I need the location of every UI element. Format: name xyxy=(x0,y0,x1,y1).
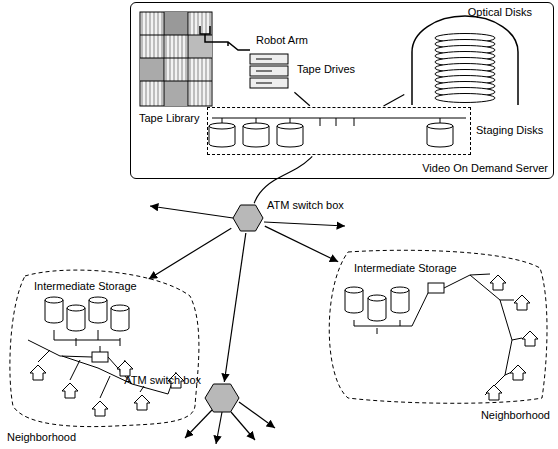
splitter-box xyxy=(92,352,108,362)
node-label: Staging Disks xyxy=(476,124,543,137)
node-label: Neighborhood xyxy=(7,431,76,444)
splitter-box xyxy=(428,283,444,293)
connector xyxy=(149,228,232,279)
node-label: Neighborhood xyxy=(481,409,550,422)
connector xyxy=(294,92,309,105)
connector xyxy=(224,233,246,382)
intermediate-storage: Intermediate Storage xyxy=(30,280,150,350)
robot-arm-figure xyxy=(200,26,250,50)
neighborhood-region: Intermediate StorageNeighborhood xyxy=(5,266,205,444)
switch-hexagon xyxy=(205,384,239,412)
atm-switch: ATM switch box xyxy=(233,205,263,231)
server-box: Tape Library Tape Drives Optical DisksStag… xyxy=(130,2,554,179)
disk-cylinders xyxy=(45,118,453,331)
tape-drives: Tape Drives xyxy=(249,53,293,91)
node-label: ATM switch box xyxy=(267,199,344,212)
neighborhood-wiring xyxy=(28,330,176,398)
connector xyxy=(254,156,312,203)
node-label: Intermediate Storage xyxy=(34,280,137,293)
region-outline xyxy=(318,248,552,422)
neighborhood-wiring xyxy=(354,274,522,395)
optical-disks: Optical Disks xyxy=(406,6,536,108)
region-outline xyxy=(5,266,205,444)
neighborhood-region: Intermediate StorageNeighborhood xyxy=(318,248,552,422)
tape-drive-figure xyxy=(250,54,288,88)
node-label: Video On Demand Server xyxy=(422,162,548,175)
node-label: Optical Disks xyxy=(468,6,532,19)
tape-library-figure xyxy=(140,12,212,106)
outgoing-link xyxy=(150,206,345,444)
intermediate-storage: Intermediate Storage xyxy=(340,262,461,322)
node-label: Intermediate Storage xyxy=(354,262,457,275)
optical-disk-stack xyxy=(435,34,495,103)
staging-disks-group: Staging Disks xyxy=(207,107,471,155)
part-label: Robot Arm xyxy=(256,34,308,47)
optical-disk-housing xyxy=(412,16,518,105)
node-label: Tape Library xyxy=(139,112,200,125)
atm-switch: ATM switch box xyxy=(205,384,239,412)
switch-hexagon xyxy=(233,205,263,231)
house-icons xyxy=(30,275,538,416)
connector xyxy=(265,226,338,262)
connector xyxy=(384,94,405,106)
node-label: ATM switch box xyxy=(124,374,201,387)
node-label: Tape Drives xyxy=(297,63,355,76)
